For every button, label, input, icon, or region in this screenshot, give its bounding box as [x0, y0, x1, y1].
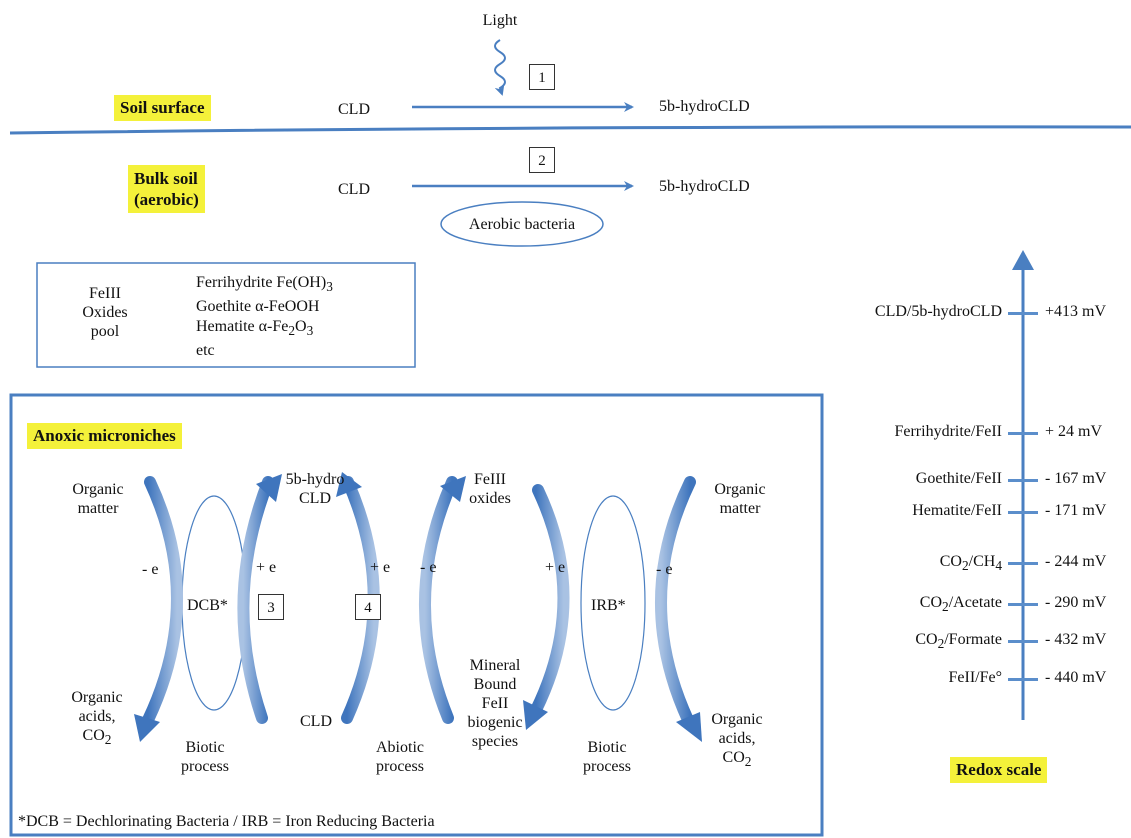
redox-couple-label: CLD/5b-hydroCLD: [874, 303, 1002, 320]
oxides-title-line: pool: [90, 323, 120, 340]
redox-couple-label: FeII/Fe°: [948, 669, 1003, 686]
bulk-cld-label: CLD: [338, 181, 370, 198]
oxide-hematite: Hematite α-Fe2O3: [196, 318, 314, 339]
redox-potential-value: - 440 mV: [1045, 669, 1107, 686]
oxides-title-line: FeIII: [89, 285, 121, 302]
aerobic-bacteria-ellipse: [440, 201, 604, 247]
redox-potential-value: + 24 mV: [1045, 423, 1103, 440]
oxides-list: Ferrihydrite Fe(OH)3 Goethite α-FeOOH He…: [196, 273, 333, 361]
oxide-etc: etc: [196, 342, 215, 360]
curve-organic-left: [142, 476, 183, 726]
redox-couple-label: CO2/Acetate: [919, 594, 1002, 615]
redox-potential-value: - 171 mV: [1045, 502, 1107, 519]
minus-e-right: - e: [656, 561, 673, 578]
light-wave: [494, 39, 506, 96]
bulk-soil-line2: (aerobic): [134, 190, 199, 209]
curve-cld-to-hydro-head: [256, 474, 282, 502]
redox-couple-label: CO2/Formate: [915, 631, 1002, 652]
soil-surface-label: Soil surface: [114, 95, 211, 121]
aerobic-bacteria-label: Aerobic bacteria: [468, 216, 576, 233]
curve-organic-right: [655, 476, 696, 726]
curve-fe-to-mineral-head: [523, 700, 548, 730]
redox-potential-value: - 244 mV: [1045, 553, 1107, 570]
redox-tick: [1008, 479, 1038, 482]
minus-e-left: - e: [142, 561, 159, 578]
redox-tick: [1008, 562, 1038, 565]
dcb-label: DCB*: [187, 597, 228, 614]
curve-fe-to-mineral: [530, 484, 570, 716]
curve-abiotic-left-head: [336, 472, 362, 497]
redox-couple-label: Hematite/FeII: [912, 502, 1002, 519]
oxides-title-line: Oxides: [82, 304, 128, 321]
redox-tick: [1008, 312, 1038, 315]
step-1-box: 1: [529, 64, 555, 90]
redox-potential-value: - 290 mV: [1045, 594, 1107, 611]
redox-potential-value: +413 mV: [1045, 303, 1107, 320]
surface-cld-label: CLD: [338, 101, 370, 118]
redox-tick: [1008, 678, 1038, 681]
irb-ellipse: [580, 495, 646, 711]
footnote: *DCB = Dechlorinating Bacteria / IRB = I…: [18, 813, 435, 830]
curve-abiotic-right-head: [440, 476, 466, 502]
redox-couple-label: Ferrihydrite/FeII: [894, 423, 1002, 440]
cld-anoxic-label: CLD: [300, 713, 332, 730]
bulk-product-label: 5b-hydroCLD: [659, 178, 750, 195]
bulk-soil-line1: Bulk soil: [134, 169, 198, 188]
redox-tick: [1008, 640, 1038, 643]
redox-axis-head: [1012, 250, 1034, 270]
curve-organic-left-head: [134, 714, 160, 742]
bulk-soil-label: Bulk soil (aerobic): [128, 165, 205, 213]
plus-e-dcb: + e: [256, 559, 277, 576]
minus-e-abiotic: - e: [420, 559, 437, 576]
plus-e-irb: + e: [545, 559, 566, 576]
light-label: Light: [482, 12, 518, 29]
redox-tick: [1008, 511, 1038, 514]
irb-label: IRB*: [591, 597, 626, 614]
redox-title: Redox scale: [950, 757, 1048, 783]
redox-tick: [1008, 432, 1038, 435]
soil-surface-line: [9, 125, 1131, 135]
oxide-ferrihydrite: Ferrihydrite Fe(OH)3: [196, 274, 333, 295]
oxides-pool-title: FeIII Oxides pool: [65, 284, 145, 341]
surface-product-label: 5b-hydroCLD: [659, 98, 750, 115]
step-4-box: 4: [355, 594, 381, 620]
oxides-pool-box: [36, 262, 416, 368]
redox-tick: [1008, 603, 1038, 606]
step-2-box: 2: [529, 147, 555, 173]
curve-abiotic-right: [419, 476, 458, 724]
oxide-goethite: Goethite α-FeOOH: [196, 298, 320, 316]
redox-potential-value: - 432 mV: [1045, 631, 1107, 648]
curve-cld-to-hydro: [237, 476, 274, 724]
anoxic-title: Anoxic microniches: [27, 423, 182, 449]
curve-organic-right-head: [676, 712, 702, 742]
anoxic-box: [9, 393, 824, 837]
redox-potential-value: - 167 mV: [1045, 470, 1107, 487]
redox-couple-label: CO2/CH4: [939, 553, 1002, 574]
redox-couple-label: Goethite/FeII: [915, 470, 1002, 487]
step-3-box: 3: [258, 594, 284, 620]
plus-e-abiotic: + e: [370, 559, 391, 576]
